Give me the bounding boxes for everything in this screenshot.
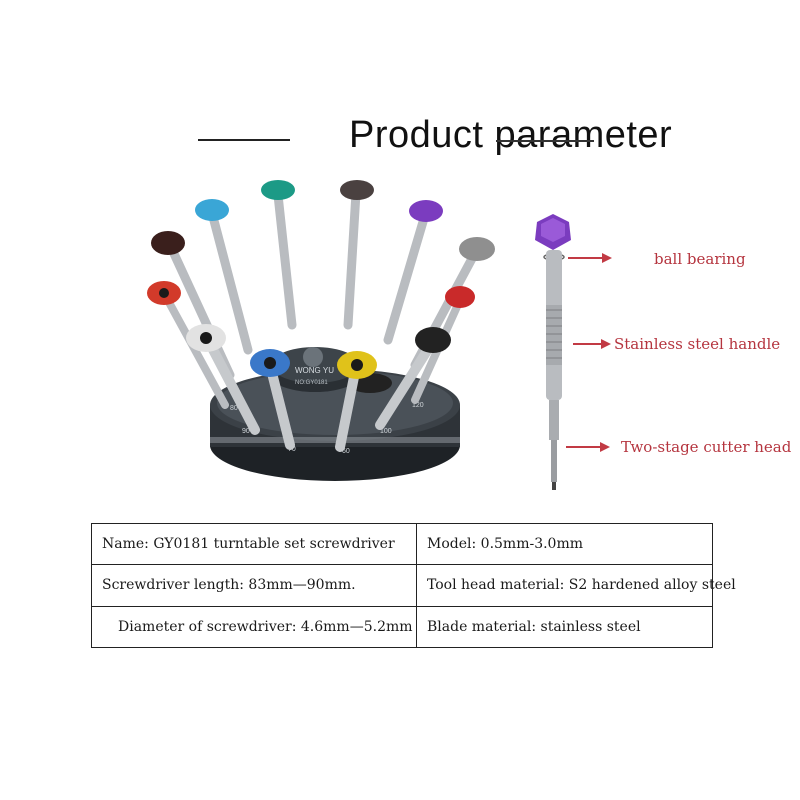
screwdriver-purple <box>383 200 443 345</box>
spec-blade-cell: Blade material: stainless steel <box>416 605 713 649</box>
title-left-rule <box>198 139 290 141</box>
single-screwdriver-detail-photo <box>535 214 571 490</box>
spec-tool-head: Tool head material: S2 hardened alloy st… <box>427 577 736 594</box>
spec-length: Screwdriver length: 83mm—90mm. <box>102 577 356 594</box>
spec-tool-head-cell: Tool head material: S2 hardened alloy st… <box>416 564 736 607</box>
screwdriver-red-left <box>147 281 229 409</box>
photo-brand-text: WONG YU <box>295 366 334 375</box>
screwdriver-teal <box>261 180 297 330</box>
dial-label-60: 60 <box>342 448 350 455</box>
dial-label-80: 80 <box>230 405 238 412</box>
table-row: Name: GY0181 turntable set screwdriver M… <box>91 522 713 566</box>
screwdriver-cyan <box>195 199 253 355</box>
photo-model-text: NO:GY0181 <box>295 380 328 386</box>
title-strike-line <box>496 140 594 142</box>
dial-label-120: 120 <box>412 402 424 409</box>
screwdriver-white <box>186 324 260 435</box>
spec-model: Model: 0.5mm-3.0mm <box>427 536 584 553</box>
spec-model-cell: Model: 0.5mm-3.0mm <box>416 522 713 566</box>
arrow-cutter-head <box>566 442 610 452</box>
dial-label-100: 100 <box>380 428 392 435</box>
spec-name: Name: GY0181 turntable set screwdriver <box>102 536 395 553</box>
spec-diameter-cell: Diameter of screwdriver: 4.6mm—5.2mm <box>91 605 417 649</box>
arrow-handle <box>573 339 611 349</box>
callout-ball-bearing: ball bearing <box>654 250 746 268</box>
spec-length-cell: Screwdriver length: 83mm—90mm. <box>91 564 417 607</box>
page-title: Product parameter <box>349 114 673 156</box>
screwdriver-blue <box>250 349 295 450</box>
spec-blade: Blade material: stainless steel <box>427 618 641 635</box>
dial-label-90: 90 <box>242 428 250 435</box>
screwdriver-dark <box>340 180 374 330</box>
arrow-ball-bearing <box>568 253 612 263</box>
table-row: Screwdriver length: 83mm—90mm. Tool head… <box>91 564 736 607</box>
screwdriver-black-front <box>375 327 451 430</box>
table-row: Diameter of screwdriver: 4.6mm—5.2mm Bla… <box>91 605 713 649</box>
specification-table: Name: GY0181 turntable set screwdriver M… <box>91 522 736 649</box>
callout-cutter-head: Two-stage cutter head <box>621 438 792 456</box>
spec-name-cell: Name: GY0181 turntable set screwdriver <box>91 522 417 566</box>
callout-stainless-handle: Stainless steel handle <box>614 335 781 353</box>
turntable-screwdriver-set-photo: WONG YU NO:GY0181 80 90 70 60 100 120 <box>147 180 495 481</box>
spec-diameter: Diameter of screwdriver: 4.6mm—5.2mm <box>118 618 413 635</box>
screwdriver-yellow <box>335 351 377 452</box>
